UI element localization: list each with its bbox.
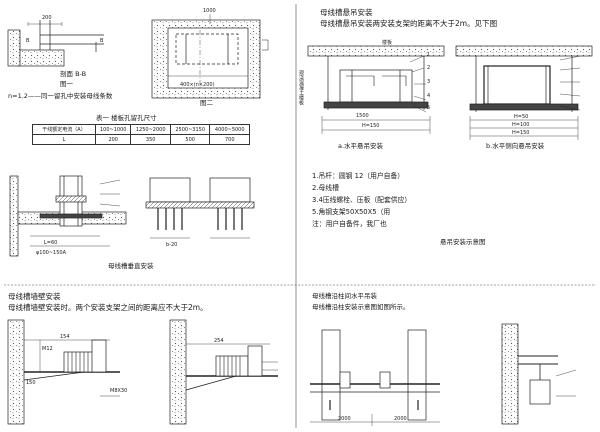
- figure-1-label: 图一: [60, 80, 73, 88]
- legend-item-4: 5.角钢支架50X50X5（用: [312, 208, 391, 216]
- dim-154: 154: [60, 334, 70, 340]
- trunk-mount-subtitle: 母线槽沿柱安装示意图如图所示。: [312, 303, 410, 311]
- suspension-left-drawing: [307, 45, 445, 134]
- table-1-header-L: L: [32, 134, 96, 145]
- trunk-mount-title: 母线槽沿柱间水平吊装: [312, 292, 377, 300]
- dim-h150-right: H=150: [512, 130, 530, 136]
- wall-install-right-drawing: [169, 319, 278, 425]
- dim-254: 254: [214, 338, 224, 344]
- dim-2000-left: 2000: [338, 416, 351, 422]
- wall-install-left-drawing: [7, 319, 120, 425]
- figure-2-label: 图二: [200, 99, 213, 107]
- dim-b-left: B: [26, 38, 30, 44]
- vertical-install-drawing: [9, 175, 255, 257]
- suspension-left-caption: a.水平悬吊安装: [338, 142, 384, 150]
- table-1-col-1: 100~1000: [94, 124, 132, 135]
- section-bb-label: 剖面 B-B: [60, 70, 87, 78]
- vertical-install-caption: 母线槽垂直安装: [108, 262, 154, 270]
- suspension-right-caption: b.水平侧向悬吊安装: [486, 142, 545, 150]
- dim-phi: φ100~150A: [36, 250, 66, 256]
- dim-h100: H=100: [512, 122, 530, 128]
- suspension-subtitle: 母线槽悬吊安装两安装支架的距离不大于2m。见下图: [320, 19, 498, 28]
- part-3: 3: [427, 79, 431, 85]
- table-1-val-1: 200: [94, 134, 132, 145]
- table-1-title: 表一 楼板孔留孔尺寸: [96, 114, 157, 122]
- suspension-diagram-caption: 悬吊安装示意图: [440, 238, 486, 246]
- dim-200: 200: [42, 15, 52, 21]
- legend-note: 注：用户自备件，我厂也: [312, 220, 387, 228]
- figure-2-plan: [151, 14, 269, 99]
- dim-n-span: 400×(n×200): [180, 82, 215, 88]
- dim-b-right: B: [100, 38, 104, 44]
- dim-h150-left: H=150: [362, 123, 380, 129]
- dim-L60: L=60: [44, 240, 58, 246]
- legend-item-2: 2.母线槽: [312, 184, 339, 192]
- dim-150: 150: [26, 380, 36, 386]
- part-4: 4: [427, 93, 431, 99]
- table-1-val-3: 500: [169, 134, 211, 145]
- wall-install-title: 母线槽墙壁安装: [8, 292, 61, 301]
- table-1-col-4: 4000~5000: [209, 124, 250, 135]
- dim-h50: H=50: [514, 114, 529, 120]
- table-1-val-2: 350: [130, 134, 171, 145]
- dim-2000-right: 2000: [394, 416, 407, 422]
- dim-b20: b-20: [166, 242, 178, 248]
- suspension-title: 母线槽悬吊安装: [320, 8, 373, 17]
- dim-1500: 1500: [356, 113, 369, 119]
- part-1: 1: [427, 52, 431, 58]
- trunk-mount-drawing: [310, 323, 577, 426]
- legend-item-1: 1.吊杆：圆钢 12（用户自备）: [312, 172, 405, 180]
- table-1-col-2: 1250~2000: [130, 124, 171, 135]
- table-1-header-current: 干线额定电流（A）: [32, 124, 96, 135]
- dim-m8x30: M8X30: [110, 388, 128, 394]
- dim-1000: 1000: [203, 8, 216, 14]
- wall-install-subtitle: 母线槽墙壁安装时。两个安装支架之间的距离应不大于2m。: [8, 303, 208, 312]
- legend-item-3: 3.4压线螺栓、压板（配套供应）: [312, 196, 412, 204]
- figure-1-section: [7, 20, 104, 67]
- multi-bus-note: n=1.2——同一留孔中安装母线条数: [8, 92, 113, 100]
- table-1: 干线额定电流（A） 100~1000 1250~2000 2500~3150 4…: [32, 124, 250, 145]
- concrete-slab-label: 现浇混凝土楼板: [298, 70, 304, 105]
- part-5: 5: [427, 105, 431, 111]
- suspension-right-drawing: [455, 45, 593, 140]
- dim-m12: M12: [42, 346, 53, 352]
- part-2: 2: [427, 65, 431, 71]
- table-1-col-3: 2500~3150: [169, 124, 211, 135]
- slab-small-label: 楼板: [382, 40, 393, 46]
- table-1-val-4: 700: [209, 134, 250, 145]
